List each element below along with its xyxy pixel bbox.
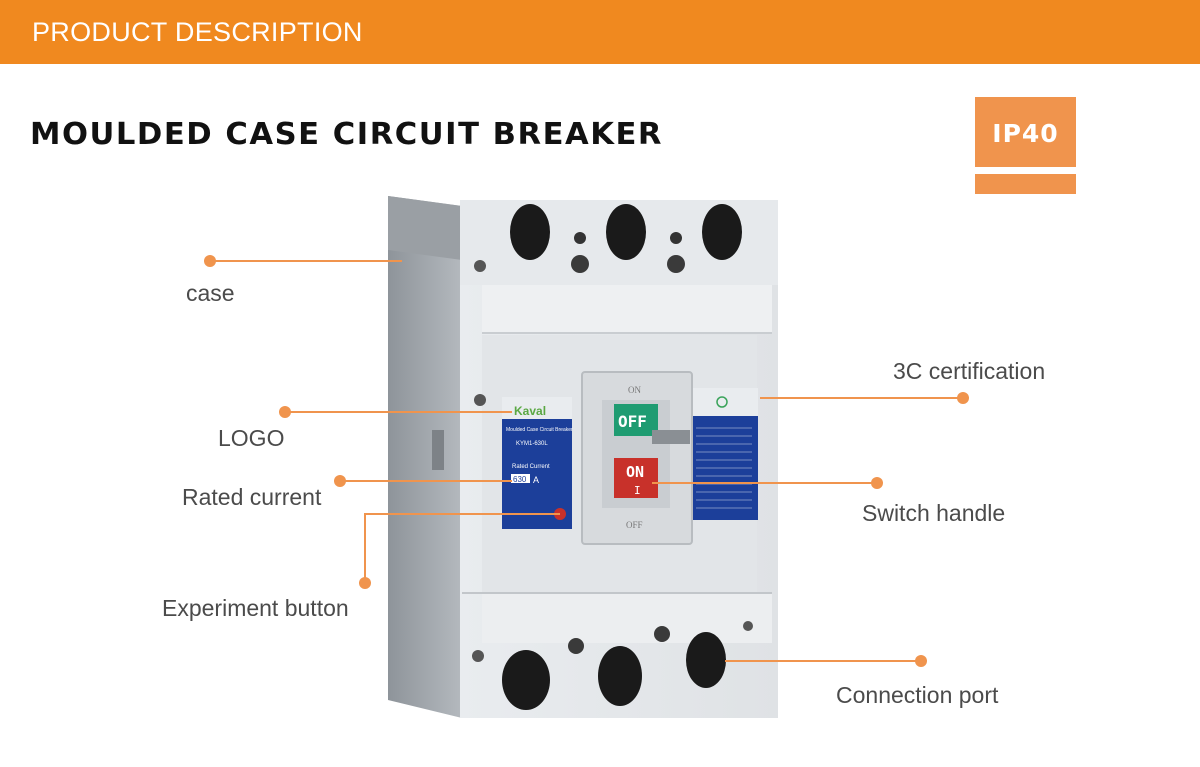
- case-label: case: [186, 280, 235, 306]
- bottom-terminal-holes: [472, 621, 753, 710]
- brand-logo-text: Kaval: [514, 404, 546, 418]
- switch-handle-label: Switch handle: [862, 500, 1006, 526]
- connection-port-label: Connection port: [836, 682, 999, 708]
- connection-port-callout-dot: [915, 655, 927, 667]
- ip-badge-underline: [975, 174, 1076, 194]
- certification-label: 3C certification: [893, 358, 1046, 384]
- ip-rating-text: IP40: [992, 119, 1059, 148]
- certification-callout-dot: [957, 392, 969, 404]
- off-indicator: [614, 404, 658, 436]
- banner-title: PRODUCT DESCRIPTION: [32, 17, 363, 47]
- rated-current-callout-dot: [334, 475, 346, 487]
- experiment-button-label: Experiment button: [162, 595, 349, 621]
- page-title: MOULDED CASE CIRCUIT BREAKER: [30, 117, 664, 152]
- rated-current-unit: A: [533, 475, 539, 485]
- case-side: [388, 196, 462, 718]
- experiment-button-callout-dot: [359, 577, 371, 589]
- switch-off-bottom-label: OFF: [626, 520, 643, 530]
- logo-label: LOGO: [218, 425, 285, 451]
- switch-handle-callout-dot: [871, 477, 883, 489]
- right-nameplate: [690, 388, 758, 520]
- experiment-button-callout-line: [364, 513, 560, 583]
- rated-current-label: Rated current: [182, 484, 322, 510]
- model-text: KYM1-630L: [516, 441, 548, 447]
- on-symbol-text: I: [634, 484, 641, 497]
- 3c-certification-icon: [716, 396, 728, 408]
- rated-current-label: Rated Current: [512, 464, 550, 470]
- off-indicator-text: OFF: [618, 412, 647, 431]
- on-indicator-text: ON: [626, 463, 644, 481]
- left-nameplate: Kaval Moulded Case Circuit Breaker KYM1-…: [502, 397, 573, 529]
- switch-handle[interactable]: ON OFF ON I OFF: [581, 371, 693, 545]
- rated-current-value: 630: [513, 475, 527, 484]
- logo-callout-dot: [279, 406, 291, 418]
- top-terminal-holes: [474, 204, 742, 406]
- ip-rating-badge: IP40: [975, 97, 1076, 167]
- switch-on-top-label: ON: [628, 385, 641, 395]
- callout-lines: [210, 260, 963, 662]
- case-callout-dot: [204, 255, 216, 267]
- top-banner: PRODUCT DESCRIPTION: [0, 0, 1200, 64]
- panel-title-text: Moulded Case Circuit Breaker: [506, 427, 573, 433]
- on-indicator: [614, 458, 658, 498]
- callout-dots: [204, 255, 969, 667]
